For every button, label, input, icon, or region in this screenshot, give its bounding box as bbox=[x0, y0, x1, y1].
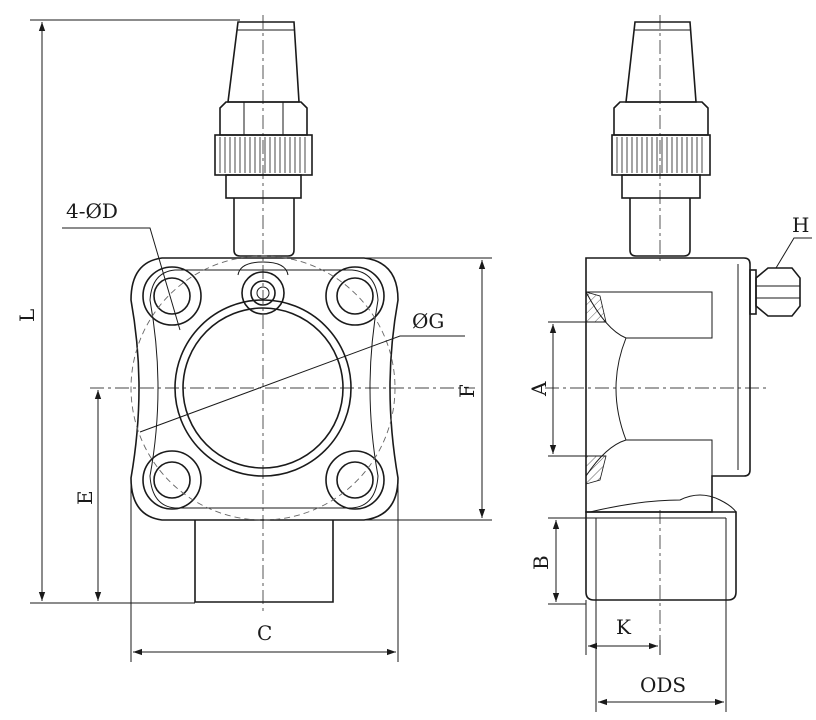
bolt-hole-top-right bbox=[325, 266, 385, 326]
side-hatch-bottom bbox=[585, 455, 607, 485]
front-view: 4-ØD ØG L E F C bbox=[15, 15, 492, 662]
leader-h bbox=[775, 237, 812, 269]
side-body bbox=[585, 257, 751, 513]
label-e: E bbox=[73, 490, 97, 505]
main-bore-rim bbox=[174, 299, 352, 477]
side-knurl-lines bbox=[616, 137, 703, 173]
bolt-hole-bottom-left bbox=[142, 450, 202, 510]
leader-g bbox=[139, 335, 465, 433]
front-stem bbox=[233, 198, 295, 257]
label-ods: ODS bbox=[640, 673, 686, 697]
label-h: H bbox=[792, 213, 809, 237]
front-cap bbox=[227, 21, 300, 103]
side-collar bbox=[621, 174, 701, 199]
front-collar bbox=[225, 174, 302, 199]
side-plug-hex bbox=[755, 267, 801, 317]
side-hex-nut bbox=[613, 101, 709, 136]
label-k: K bbox=[616, 615, 632, 639]
top-port-outer bbox=[241, 271, 285, 315]
top-port-mid bbox=[250, 280, 276, 306]
side-hatch-top bbox=[585, 291, 607, 323]
label-l: L bbox=[15, 309, 39, 322]
side-wavy-transition bbox=[589, 494, 737, 513]
front-knurl-lines bbox=[219, 137, 306, 173]
label-g: ØG bbox=[412, 309, 444, 333]
side-stem bbox=[629, 198, 691, 257]
label-d: 4-ØD bbox=[66, 199, 118, 223]
front-hex-nut bbox=[219, 101, 308, 136]
bolt-hole-bottom-right bbox=[325, 450, 385, 510]
leader-d bbox=[62, 227, 181, 331]
label-f: F bbox=[455, 384, 479, 398]
main-bore bbox=[182, 307, 344, 469]
side-cap bbox=[625, 21, 697, 103]
front-knurled-ring bbox=[214, 134, 313, 176]
front-lower-socket bbox=[194, 520, 334, 603]
label-a: A bbox=[527, 381, 551, 397]
front-flange-body bbox=[130, 257, 399, 521]
bolt-hole-top-left bbox=[142, 266, 202, 326]
side-view: H A B K ODS bbox=[527, 15, 812, 712]
label-c: C bbox=[257, 621, 272, 645]
front-flange-inner bbox=[149, 269, 379, 509]
bolt-circle bbox=[130, 255, 396, 521]
label-b: B bbox=[529, 555, 553, 570]
side-plug-base bbox=[749, 269, 757, 315]
top-port-inner bbox=[256, 286, 270, 300]
side-socket bbox=[585, 511, 737, 601]
